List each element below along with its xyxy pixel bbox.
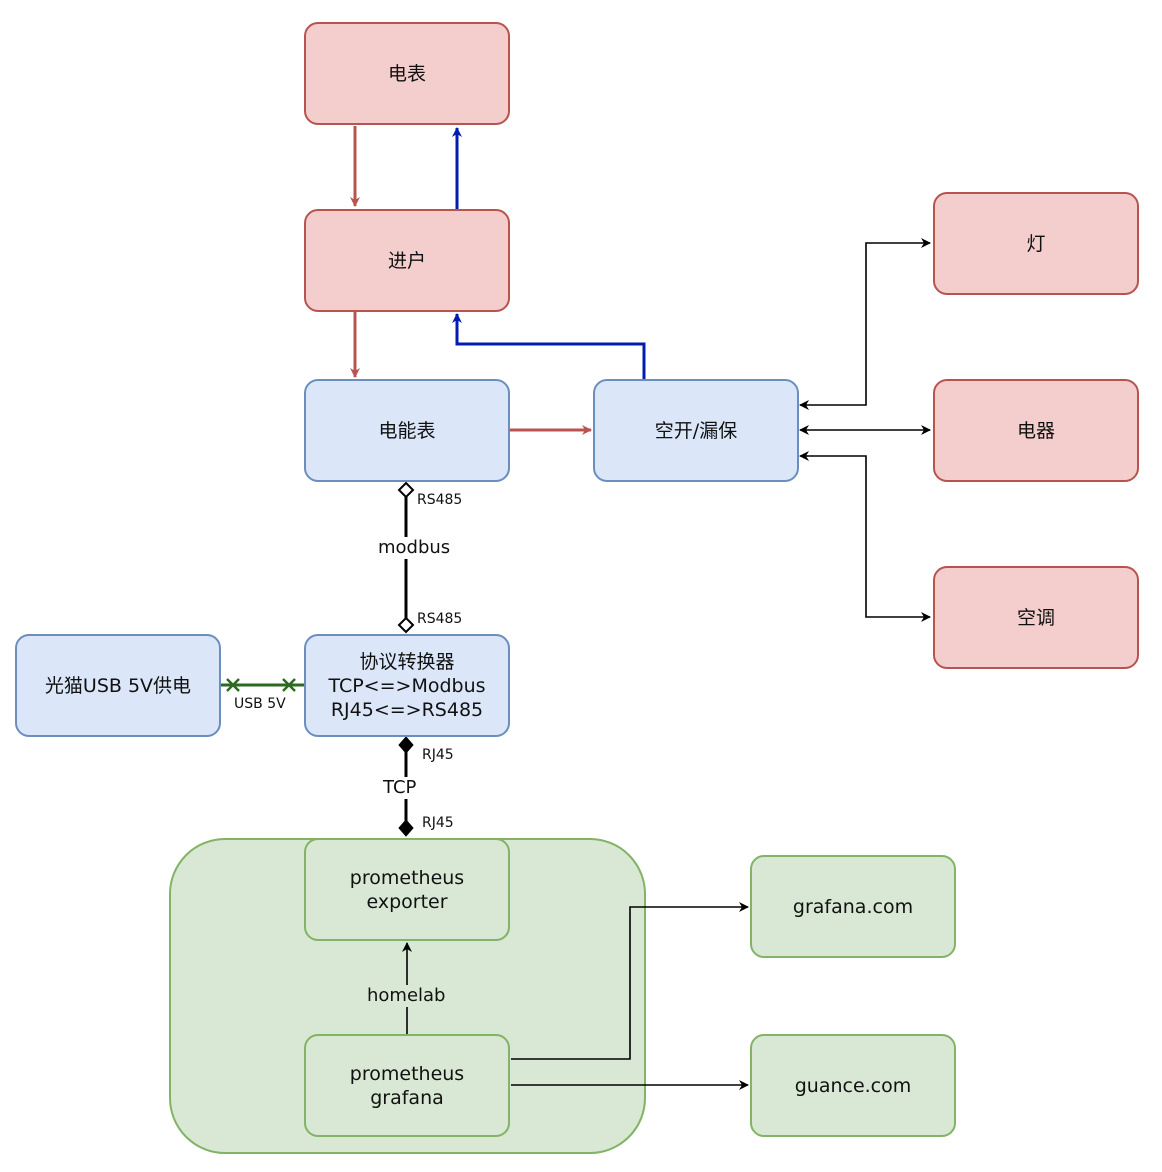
meter-node[interactable]: 电表 (304, 22, 510, 125)
grafana-local-label-line1: prometheus (349, 1062, 465, 1085)
arrow-breaker-ac (799, 451, 931, 622)
energy-meter-label: 电能表 (378, 419, 436, 442)
rj45-connector-bottom (398, 819, 414, 837)
exporter-node[interactable]: prometheus exporter (304, 838, 510, 941)
energy-meter-node[interactable]: 电能表 (304, 379, 510, 482)
appliance-node[interactable]: 电器 (933, 379, 1139, 482)
exporter-label-line1: prometheus (349, 866, 465, 889)
entry-node[interactable]: 进户 (304, 209, 510, 312)
converter-label-line3: RJ45<=>RS485 (330, 698, 484, 721)
rs485-connector-top (397, 481, 415, 499)
arrow-breaker-light (799, 238, 931, 410)
ac-node[interactable]: 空调 (933, 566, 1139, 669)
converter-label-line1: 协议转换器 (359, 650, 455, 673)
meter-label: 电表 (387, 62, 426, 85)
arrow-breaker-to-entry (452, 313, 646, 379)
guance-com-node[interactable]: guance.com (750, 1034, 956, 1137)
grafana-com-label: grafana.com (792, 895, 914, 918)
breaker-node[interactable]: 空开/漏保 (593, 379, 799, 482)
appliance-label: 电器 (1016, 419, 1055, 442)
grafana-com-node[interactable]: grafana.com (750, 855, 956, 958)
converter-label-line2: TCP<=>Modbus (328, 674, 486, 697)
homelab-label: homelab (365, 985, 448, 1007)
usb-cross-right (282, 678, 296, 692)
light-label: 灯 (1026, 232, 1046, 255)
light-node[interactable]: 灯 (933, 192, 1139, 295)
usb-label: USB 5V (234, 696, 286, 712)
ac-label: 空调 (1016, 606, 1055, 629)
modem-power-label: 光猫USB 5V供电 (44, 674, 192, 697)
tcp-label: TCP (381, 777, 419, 799)
rs485-connector-bottom (397, 616, 415, 634)
rj45-connector-top (398, 736, 414, 754)
rj45-bottom-label: RJ45 (422, 815, 454, 831)
usb-cross-left (226, 678, 240, 692)
exporter-label-line2: exporter (366, 890, 448, 913)
modem-power-node[interactable]: 光猫USB 5V供电 (15, 634, 221, 737)
entry-label: 进户 (387, 249, 426, 272)
grafana-local-node[interactable]: prometheus grafana (304, 1034, 510, 1137)
rj45-top-label: RJ45 (422, 747, 454, 763)
grafana-local-label-line2: grafana (370, 1086, 444, 1109)
converter-node[interactable]: 协议转换器 TCP<=>Modbus RJ45<=>RS485 (304, 634, 510, 737)
rs485-bottom-label: RS485 (417, 611, 463, 627)
breaker-label: 空开/漏保 (654, 419, 738, 442)
modbus-label: modbus (376, 537, 453, 559)
arrow-grafana-to-grafana-com (511, 902, 749, 1060)
guance-com-label: guance.com (794, 1074, 912, 1097)
rs485-top-label: RS485 (417, 492, 463, 508)
